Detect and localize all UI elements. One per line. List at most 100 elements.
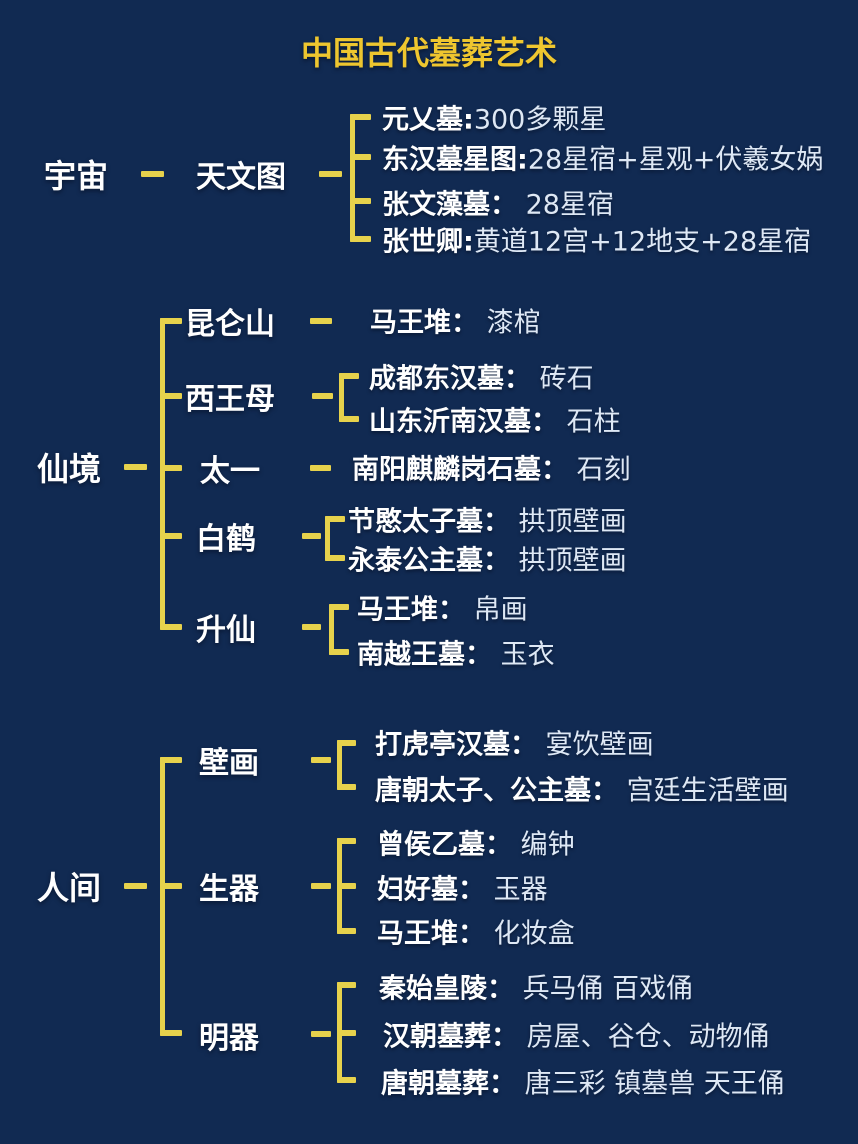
leaf-desc: 玉衣 bbox=[492, 639, 555, 671]
page-title: 中国古代墓葬艺术 bbox=[300, 34, 557, 72]
leaf-tang-dynasty-burials: 唐朝墓葬： 唐三彩 镇墓兽 天王俑 bbox=[381, 1062, 785, 1101]
leaf-mawangdui-cosmetic-box: 马王堆： 化妆盒 bbox=[377, 912, 575, 951]
leaf-desc: 拱顶壁画 bbox=[510, 545, 627, 577]
leaf-shandong-yinan-han-tomb: 山东沂南汉墓： 石柱 bbox=[369, 400, 621, 439]
leaf-desc: 石刻 bbox=[568, 454, 631, 486]
leaf-name: 节愍太子墓： bbox=[348, 506, 510, 538]
leaf-yuanyi-tomb: 元乂墓:300多颗星 bbox=[382, 98, 606, 137]
leaf-desc: 编钟 bbox=[512, 829, 575, 861]
leaf-desc: 宫廷生活壁画 bbox=[618, 775, 789, 807]
leaf-nanyang-qilingang-stone-tomb: 南阳麒麟岗石墓： 石刻 bbox=[352, 448, 631, 487]
leaf-name: 妇好墓： bbox=[377, 874, 485, 906]
bracket-tick bbox=[350, 236, 371, 242]
leaf-name: 马王堆： bbox=[370, 307, 478, 339]
leaf-nanyue-king-tomb: 南越王墓： 玉衣 bbox=[357, 633, 555, 672]
bracket-tick bbox=[337, 1077, 356, 1083]
connector-dash bbox=[124, 464, 147, 470]
leaf-name: 曾侯乙墓： bbox=[377, 829, 512, 861]
leaf-desc: 房屋、谷仓、动物俑 bbox=[518, 1021, 770, 1053]
bracket-tick bbox=[339, 373, 359, 379]
bracket-tick bbox=[160, 757, 182, 763]
leaf-desc: 黄道12宫+12地支+28星宿 bbox=[473, 226, 812, 258]
connector-dash bbox=[311, 883, 331, 889]
leaf-name: 唐朝墓葬： bbox=[381, 1068, 516, 1100]
connector-dash bbox=[311, 757, 331, 763]
connector-dash bbox=[302, 533, 321, 539]
branch-kunlun-mountain: 昆仑山 bbox=[185, 307, 275, 342]
root-cosmos: 宇宙 bbox=[44, 157, 109, 195]
bracket-line bbox=[337, 740, 342, 790]
leaf-desc: 唐三彩 镇墓兽 天王俑 bbox=[516, 1068, 785, 1100]
leaf-name: 马王堆： bbox=[357, 594, 465, 626]
connector-dash bbox=[310, 318, 332, 324]
branch-ascend-to-immortality: 升仙 bbox=[196, 613, 256, 648]
leaf-desc: 拱顶壁画 bbox=[510, 506, 627, 538]
branch-murals: 壁画 bbox=[199, 746, 259, 781]
connector-dash bbox=[141, 171, 164, 177]
bracket-tick bbox=[350, 114, 371, 120]
leaf-desc: 石柱 bbox=[558, 406, 621, 438]
bracket-line bbox=[329, 604, 334, 655]
leaf-chengdu-eastern-han-tomb: 成都东汉墓： 砖石 bbox=[369, 357, 594, 396]
connector-dash bbox=[310, 465, 331, 471]
bracket-tick bbox=[160, 1030, 182, 1036]
bracket-tick bbox=[337, 1030, 356, 1036]
leaf-mawangdui-lacquer-coffin: 马王堆： 漆棺 bbox=[370, 301, 541, 340]
leaf-desc: 玉器 bbox=[485, 874, 548, 906]
leaf-eastern-han-star-map: 东汉墓星图:28星宿+星观+伏羲女娲 bbox=[382, 138, 823, 177]
bracket-tick bbox=[160, 465, 182, 471]
bracket-tick bbox=[350, 154, 371, 160]
leaf-name: 南越王墓： bbox=[357, 639, 492, 671]
branch-white-crane: 白鹤 bbox=[196, 522, 256, 557]
leaf-name: 马王堆： bbox=[377, 918, 485, 950]
bracket-tick bbox=[325, 516, 345, 522]
bracket-tick bbox=[337, 784, 356, 790]
leaf-qin-shihuang-mausoleum: 秦始皇陵： 兵马俑 百戏俑 bbox=[379, 967, 693, 1006]
bracket-tick bbox=[160, 533, 182, 539]
leaf-name: 东汉墓星图: bbox=[382, 144, 528, 176]
leaf-name: 成都东汉墓： bbox=[369, 363, 531, 395]
leaf-desc: 帛画 bbox=[465, 594, 528, 626]
bracket-tick bbox=[337, 883, 356, 889]
bracket-tick bbox=[350, 198, 371, 204]
leaf-fuhao-tomb: 妇好墓： 玉器 bbox=[377, 868, 548, 907]
leaf-mawangdui-silk-painting: 马王堆： 帛画 bbox=[357, 588, 528, 627]
leaf-name: 唐朝太子、公主墓： bbox=[375, 775, 618, 807]
branch-burial-objects: 明器 bbox=[199, 1021, 259, 1056]
leaf-desc: 28星宿 bbox=[517, 189, 614, 221]
leaf-name: 打虎亭汉墓： bbox=[375, 729, 537, 761]
branch-daily-vessels: 生器 bbox=[199, 872, 259, 907]
bracket-line bbox=[339, 373, 344, 422]
bracket-tick bbox=[160, 318, 182, 324]
connector-dash bbox=[312, 393, 333, 399]
bracket-tick bbox=[325, 555, 345, 561]
leaf-tang-prince-princess-tombs: 唐朝太子、公主墓： 宫廷生活壁画 bbox=[375, 769, 789, 808]
bracket-line bbox=[350, 114, 355, 242]
leaf-desc: 宴饮壁画 bbox=[537, 729, 654, 761]
bracket-tick bbox=[337, 928, 356, 934]
leaf-desc: 28星宿+星观+伏羲女娲 bbox=[527, 144, 824, 176]
branch-taiyi: 太一 bbox=[200, 454, 260, 489]
leaf-dahuting-han-tomb: 打虎亭汉墓： 宴饮壁画 bbox=[375, 723, 654, 762]
bracket-tick bbox=[329, 649, 349, 655]
bracket-line bbox=[160, 757, 165, 1036]
bracket-line bbox=[160, 318, 165, 630]
leaf-name: 秦始皇陵： bbox=[379, 973, 514, 1005]
leaf-zhangshiqing-tomb: 张世卿:黄道12宫+12地支+28星宿 bbox=[382, 220, 811, 259]
leaf-princess-yongtai-tomb: 永泰公主墓： 拱顶壁画 bbox=[348, 539, 627, 578]
root-human-world: 人间 bbox=[37, 869, 102, 907]
leaf-name: 元乂墓: bbox=[382, 104, 474, 136]
branch-queen-mother-of-west: 西王母 bbox=[185, 382, 275, 417]
leaf-desc: 兵马俑 百戏俑 bbox=[514, 973, 694, 1005]
leaf-desc: 化妆盒 bbox=[485, 918, 575, 950]
leaf-name: 汉朝墓葬： bbox=[383, 1021, 518, 1053]
bracket-tick bbox=[329, 604, 349, 610]
root-wonderland: 仙境 bbox=[37, 450, 102, 488]
branch-astronomical-chart: 天文图 bbox=[196, 160, 286, 195]
leaf-name: 张文藻墓： bbox=[382, 189, 517, 221]
leaf-desc: 砖石 bbox=[531, 363, 594, 395]
leaf-name: 张世卿: bbox=[382, 226, 474, 258]
leaf-zenghouyi-tomb: 曾侯乙墓： 编钟 bbox=[377, 823, 575, 862]
leaf-han-dynasty-burials: 汉朝墓葬： 房屋、谷仓、动物俑 bbox=[383, 1015, 770, 1054]
